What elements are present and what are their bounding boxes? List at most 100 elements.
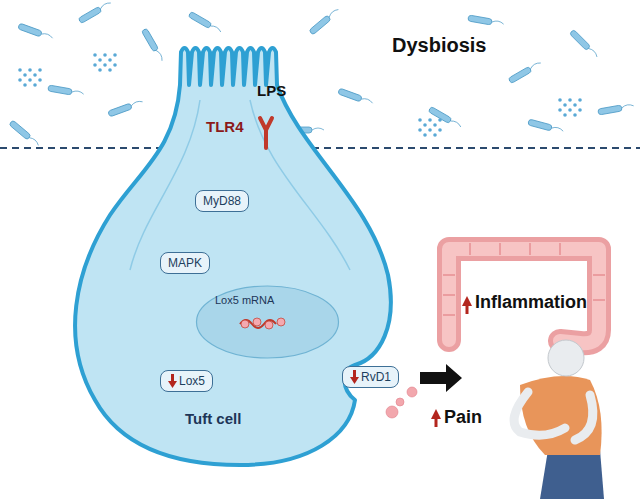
coccus — [428, 128, 432, 132]
flagellum — [621, 104, 633, 108]
flagellum — [552, 126, 564, 131]
coccus — [428, 118, 432, 122]
coccus — [18, 68, 22, 72]
bacterium — [428, 106, 452, 123]
flagellum — [588, 47, 598, 57]
bacterium — [108, 103, 133, 117]
coccus — [33, 83, 37, 87]
nucleus: Lox5 mRNA — [195, 284, 340, 360]
coccus — [93, 63, 97, 67]
coccus — [98, 58, 102, 62]
coccus — [38, 68, 42, 72]
annotation-label: Inflammation — [475, 292, 587, 313]
tuft-cell: Tuft cell MyD88MAPK Lox5 mRNA Lox5 RvD1 — [50, 40, 410, 470]
coccus — [418, 118, 422, 122]
flagellum — [328, 8, 338, 17]
transcript-label: Lox5 mRNA — [215, 294, 274, 306]
coccus — [568, 108, 572, 112]
flagellum — [312, 128, 324, 130]
coccus — [23, 83, 27, 87]
coccus — [433, 133, 437, 137]
bacterium — [569, 29, 590, 50]
bacterium — [528, 119, 553, 131]
flagellum — [361, 97, 373, 103]
coccus — [433, 123, 437, 127]
bacterium — [309, 15, 331, 35]
flagellum — [450, 119, 461, 127]
bacterium — [9, 120, 31, 140]
coccus — [113, 53, 117, 57]
cell-outline — [50, 40, 410, 470]
bacterium — [508, 66, 532, 83]
coccus — [563, 113, 567, 117]
coccus — [558, 98, 562, 102]
coccus — [23, 73, 27, 77]
enzyme-box: Lox5 — [160, 370, 213, 392]
bacterium — [338, 88, 363, 102]
outcome-arrow — [420, 364, 462, 392]
coccus — [573, 113, 577, 117]
flagellum — [210, 24, 221, 32]
coccus — [33, 73, 37, 77]
annotation-label: LPS — [257, 82, 286, 99]
coccus — [418, 128, 422, 132]
coccus — [438, 118, 442, 122]
annotation-label: Pain — [444, 407, 482, 428]
flagellum — [72, 90, 84, 94]
coccus — [108, 58, 112, 62]
box-label: Lox5 — [179, 374, 205, 388]
flagellum — [41, 32, 53, 38]
cell-name: Tuft cell — [185, 410, 241, 427]
coccus — [558, 108, 562, 112]
epithelial-border — [0, 147, 640, 149]
flagellum — [156, 49, 164, 60]
coccus — [93, 53, 97, 57]
bacterium — [18, 23, 43, 37]
flagellum — [492, 20, 504, 24]
coccus — [108, 68, 112, 72]
flagellum — [99, 1, 110, 9]
coccus — [28, 78, 32, 82]
coccus — [113, 63, 117, 67]
box-label: RvD1 — [361, 370, 391, 384]
coccus — [563, 103, 567, 107]
coccus — [103, 63, 107, 67]
flagellum — [131, 100, 143, 106]
vesicle — [407, 387, 417, 397]
bacteria-background — [9, 1, 634, 145]
annotation-label: Dysbiosis — [392, 34, 486, 57]
coccus — [578, 108, 582, 112]
bacterium — [78, 6, 102, 23]
coccus — [568, 98, 572, 102]
coccus — [438, 128, 442, 132]
annotation-label: TLR4 — [206, 118, 244, 135]
vesicle — [396, 398, 404, 406]
bacterium — [188, 11, 212, 28]
coccus — [38, 78, 42, 82]
box-label: MAPK — [168, 256, 202, 270]
coccus — [103, 53, 107, 57]
bacterium — [141, 28, 158, 52]
flagellum — [529, 61, 540, 69]
coccus — [578, 98, 582, 102]
adapter-box: MyD88 — [195, 190, 249, 212]
coccus — [423, 123, 427, 127]
coccus — [28, 68, 32, 72]
person-illustration — [431, 340, 604, 499]
flagellum — [29, 136, 39, 145]
box-label: MyD88 — [203, 194, 241, 208]
coccus — [98, 68, 102, 72]
decrease-arrow — [168, 374, 177, 388]
vesicle — [386, 406, 398, 418]
coccus — [423, 133, 427, 137]
bacterium — [468, 15, 493, 25]
bacterium — [598, 105, 623, 115]
coccus — [573, 103, 577, 107]
coccus — [18, 78, 22, 82]
mediator-box: RvD1 — [342, 366, 399, 388]
kinase-box: MAPK — [160, 252, 210, 274]
bacterium — [48, 85, 73, 95]
decrease-arrow — [350, 370, 359, 384]
colon-illustration — [443, 243, 605, 343]
